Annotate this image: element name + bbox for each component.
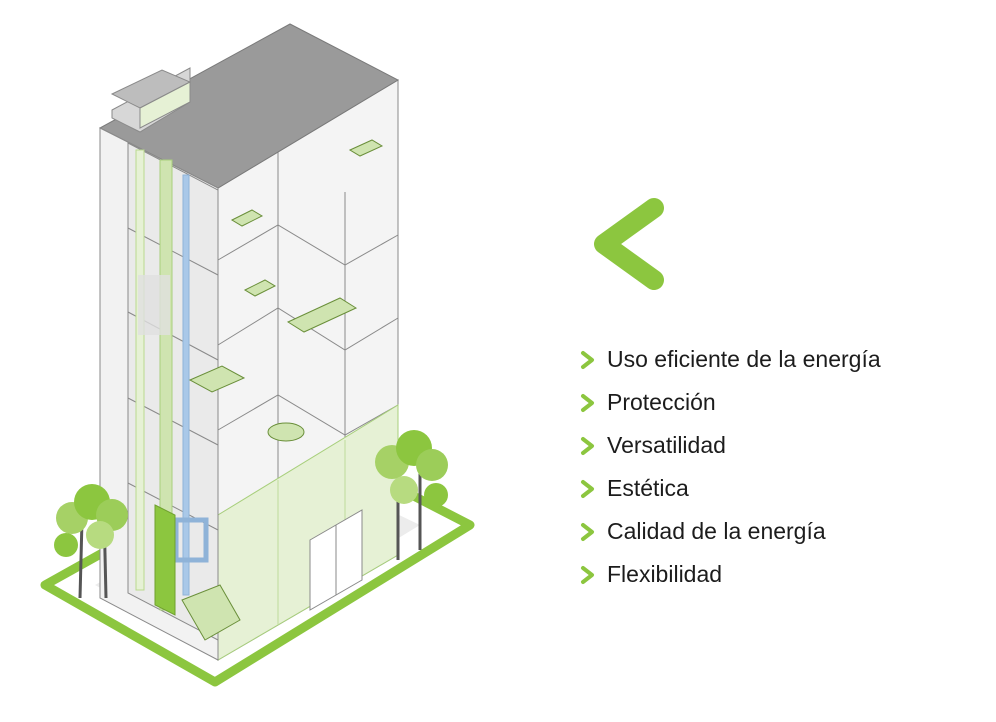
feature-label: Versatilidad	[607, 432, 726, 458]
trees-right	[375, 430, 448, 560]
chevron-right-icon	[581, 393, 594, 412]
feature-label: Protección	[607, 389, 716, 415]
feature-label: Calidad de la energía	[607, 518, 826, 544]
feature-label: Estética	[607, 475, 689, 501]
building-illustration	[40, 23, 475, 687]
chevron-right-icon	[581, 565, 594, 584]
feature-item: Estética	[578, 467, 881, 510]
trees-left	[54, 484, 128, 599]
chevron-left-logo-icon	[594, 198, 664, 290]
chevron-right-icon	[581, 522, 594, 541]
feature-label: Uso eficiente de la energía	[607, 346, 881, 372]
office-furniture	[181, 139, 384, 641]
chevron-right-icon	[581, 479, 594, 498]
rooftop-unit	[110, 67, 192, 133]
feature-item: Uso eficiente de la energía	[578, 338, 881, 381]
feature-item: Versatilidad	[578, 424, 881, 467]
chevron-right-icon	[581, 350, 594, 369]
feature-list: Uso eficiente de la energía Protección V…	[578, 338, 881, 596]
chevron-right-icon	[581, 436, 594, 455]
feature-label: Flexibilidad	[607, 561, 723, 587]
feature-item: Protección	[578, 381, 881, 424]
feature-item: Calidad de la energía	[578, 510, 881, 553]
feature-item: Flexibilidad	[578, 553, 881, 596]
building-left-face	[99, 127, 219, 661]
